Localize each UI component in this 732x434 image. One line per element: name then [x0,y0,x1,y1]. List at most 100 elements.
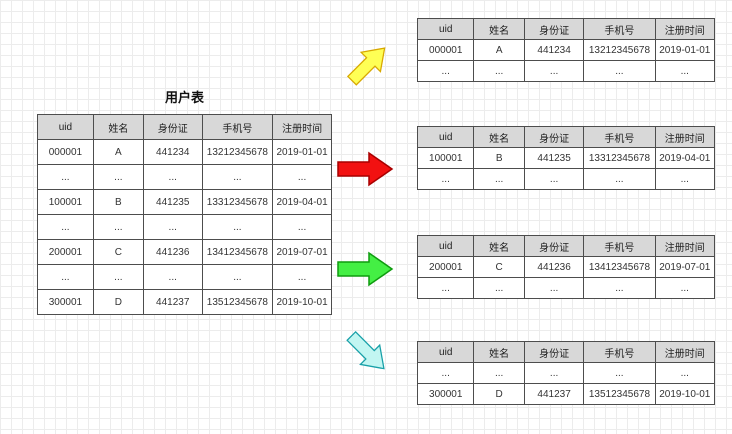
column-header: 身份证 [523,18,585,40]
column-header: 姓名 [473,341,525,363]
table-cell: 300001 [416,383,475,405]
arrow-shape [337,251,394,287]
column-header: 姓名 [473,18,525,40]
table-cell: ... [473,362,525,384]
table-cell: ... [416,362,475,384]
table-cell: 000001 [416,39,475,61]
table-cell: C [473,256,525,278]
table-cell: D [92,289,144,315]
column-header: uid [37,114,94,140]
arrow-up-right-yellow-icon [334,30,402,98]
table-cell: ... [272,164,332,190]
arrow-shape [337,151,394,187]
column-header: 姓名 [473,235,525,257]
table-row: ............... [416,60,716,82]
table-cell: ... [201,264,274,290]
table-cell: ... [201,214,274,240]
column-header: 身份证 [523,341,585,363]
table-cell: 000001 [37,139,94,165]
table-cell: ... [473,277,525,299]
column-header: 身份证 [523,235,585,257]
table-cell: ... [37,264,94,290]
table-cell: ... [523,60,585,82]
column-header: 注册时间 [272,114,332,140]
column-header: 身份证 [523,126,585,148]
column-header: 姓名 [473,126,525,148]
table-cell: ... [416,168,475,190]
column-header: 姓名 [92,114,144,140]
table-cell: 441237 [142,289,203,315]
arrow-right-red-icon [337,151,394,187]
table-cell: 2019-07-01 [654,256,716,278]
table-cell: 441234 [142,139,203,165]
table-cell: ... [92,214,144,240]
table-cell: 13212345678 [583,39,656,61]
table-cell: ... [272,264,332,290]
table-cell: ... [654,277,716,299]
table-cell: 2019-01-01 [654,39,716,61]
table-row: ............... [416,277,716,299]
table-cell: ... [654,168,716,190]
table-cell: 441234 [523,39,585,61]
table-row: ............... [416,362,716,384]
table-cell: 100001 [37,189,94,215]
table-cell: ... [473,60,525,82]
table-cell: ... [583,60,656,82]
column-header: 注册时间 [654,341,716,363]
table-cell: ... [37,214,94,240]
column-header: uid [416,18,475,40]
table-cell: 2019-04-01 [654,147,716,169]
table-cell: 300001 [37,289,94,315]
column-header: uid [416,235,475,257]
table-cell: ... [654,60,716,82]
table-cell: ... [583,277,656,299]
table-cell: ... [92,164,144,190]
table-row: ............... [37,164,332,190]
table-cell: ... [201,164,274,190]
table-cell: ... [583,362,656,384]
table-cell: 13512345678 [583,383,656,405]
arrow-shape [346,46,386,86]
column-header: 手机号 [583,341,656,363]
table-cell: B [473,147,525,169]
column-header: 注册时间 [654,18,716,40]
arrow-down-right-cyan-icon [334,318,402,386]
column-header: uid [416,341,475,363]
table-cell: ... [272,214,332,240]
table-cell: ... [416,277,475,299]
table-cell: 441236 [142,239,203,265]
table-cell: ... [583,168,656,190]
table-cell: C [92,239,144,265]
table-cell: 441235 [142,189,203,215]
table-cell: 13312345678 [583,147,656,169]
table-cell: ... [523,277,585,299]
column-header: uid [416,126,475,148]
table-cell: ... [37,164,94,190]
column-header: 手机号 [201,114,274,140]
table-cell: ... [473,168,525,190]
table-cell: 2019-10-01 [654,383,716,405]
table-cell: 100001 [416,147,475,169]
column-header: 手机号 [583,18,656,40]
table-cell: ... [92,264,144,290]
table-cell: ... [523,362,585,384]
table-cell: 13212345678 [201,139,274,165]
table-cell: 2019-07-01 [272,239,332,265]
table-cell: ... [142,164,203,190]
table-cell: 13512345678 [201,289,274,315]
